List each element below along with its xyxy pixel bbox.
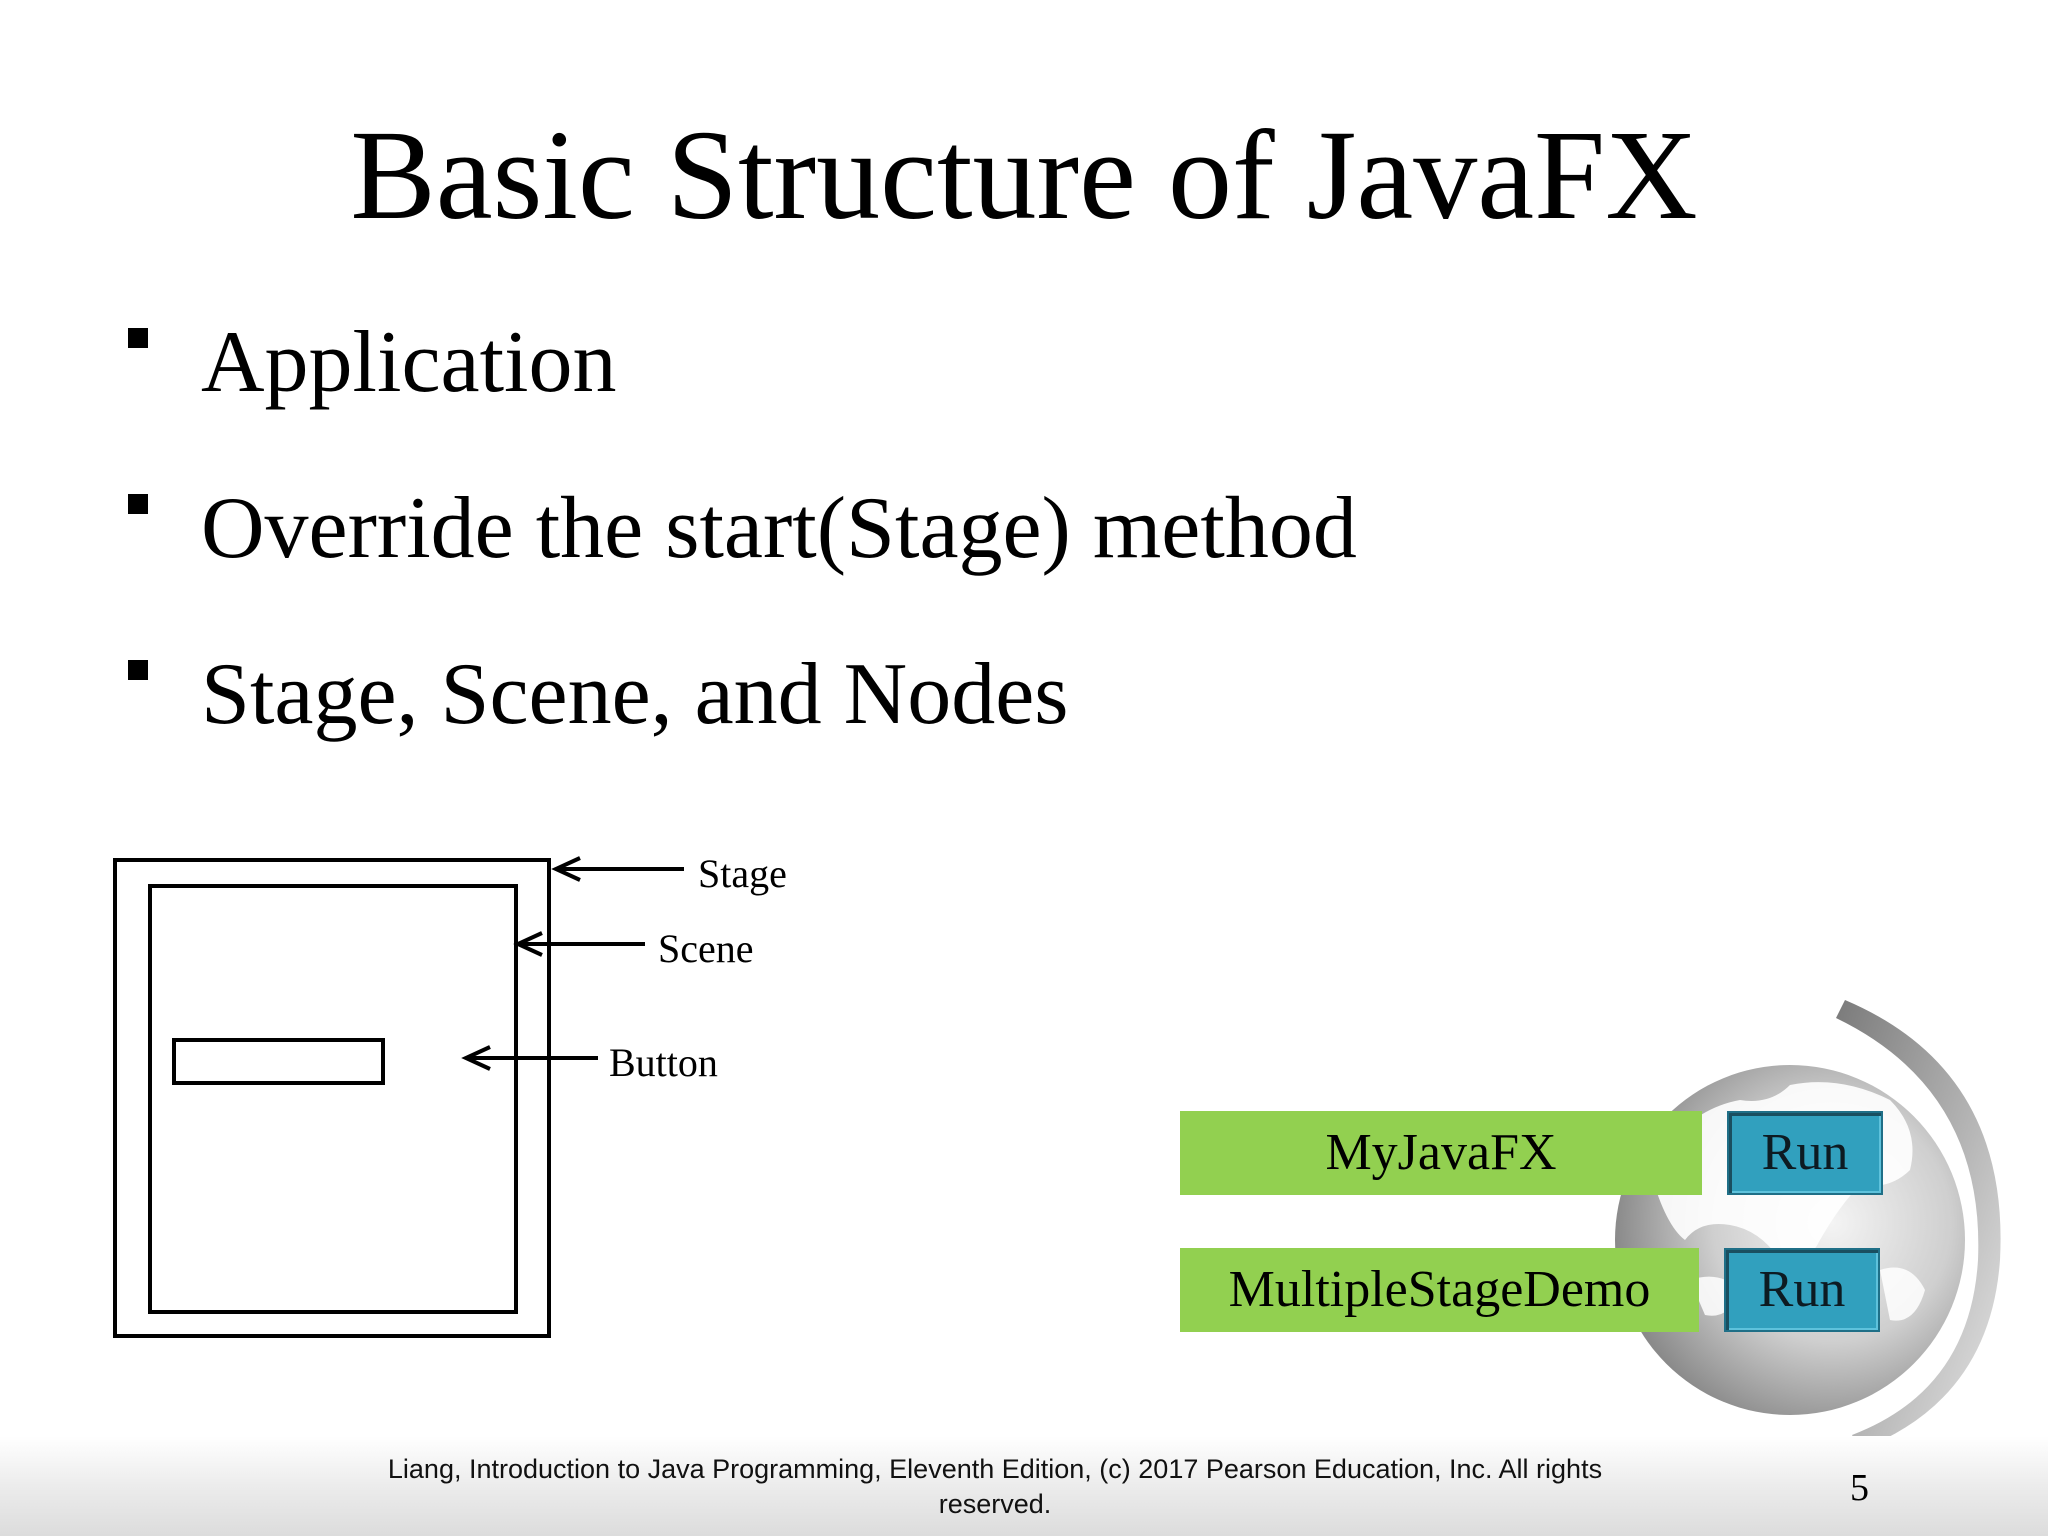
footer-copyright: Liang, Introduction to Java Programming,… bbox=[387, 1454, 1603, 1519]
demo-row: MyJavaFX Run bbox=[1180, 1111, 1888, 1197]
button-label: Button bbox=[609, 1040, 718, 1085]
square-bullet-icon bbox=[128, 660, 148, 680]
bullet-text: Override the start(Stage) method bbox=[201, 480, 1357, 577]
stage-label: Stage bbox=[698, 851, 787, 896]
bullet-item: Override the start(Stage) method bbox=[0, 474, 1500, 584]
scene-label: Scene bbox=[658, 926, 754, 971]
square-bullet-icon bbox=[128, 494, 148, 514]
slide-title: Basic Structure of JavaFX bbox=[350, 104, 1698, 246]
arrow-left-icon bbox=[513, 931, 645, 957]
page-number: 5 bbox=[1850, 1467, 1869, 1509]
run-button[interactable]: Run bbox=[1727, 1111, 1883, 1195]
bullet-text: Stage, Scene, and Nodes bbox=[201, 646, 1069, 743]
arrow-left-icon bbox=[551, 856, 684, 882]
run-button[interactable]: Run bbox=[1724, 1248, 1880, 1332]
scene-box bbox=[148, 884, 518, 1314]
footer-bar bbox=[0, 1436, 2048, 1536]
demo-link-multiplestagedemo[interactable]: MultipleStageDemo bbox=[1180, 1248, 1699, 1332]
bullet-item: Stage, Scene, and Nodes bbox=[0, 640, 1500, 750]
demo-link-myjavafx[interactable]: MyJavaFX bbox=[1180, 1111, 1702, 1195]
bullet-item: Application bbox=[0, 308, 1500, 418]
demo-row: MultipleStageDemo Run bbox=[1180, 1248, 1888, 1334]
globe-decoration-icon bbox=[1590, 990, 2030, 1490]
square-bullet-icon bbox=[128, 328, 148, 348]
arrow-left-icon bbox=[461, 1045, 598, 1071]
bullet-text: Application bbox=[201, 314, 617, 411]
button-box bbox=[172, 1038, 385, 1085]
stage-box bbox=[113, 858, 551, 1338]
